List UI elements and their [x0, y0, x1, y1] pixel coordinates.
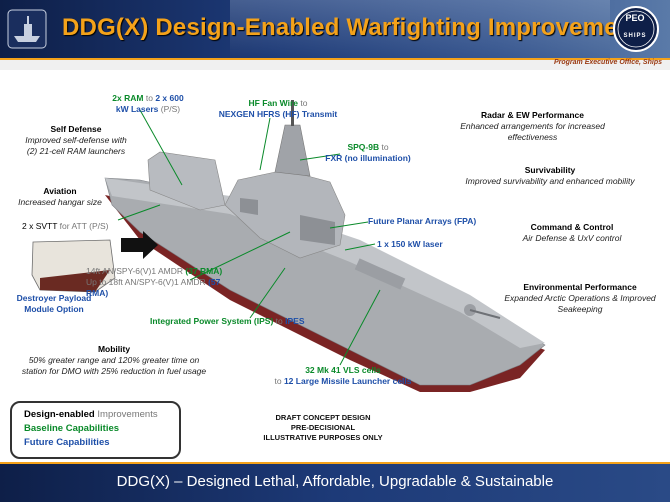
- panel-aviation: Aviation Increased hangar size: [10, 186, 110, 208]
- svtt-att: ATT: [71, 221, 87, 231]
- lasers-label: kW Lasers: [115, 104, 159, 114]
- draft-line-1: DRAFT CONCEPT DESIGN: [275, 413, 371, 422]
- hf-baseline: HF Fan Wire: [248, 98, 299, 108]
- legend-design-enabled: Design-enabled Improvements: [24, 408, 179, 422]
- mast-antenna: [291, 100, 294, 126]
- subheader-bar: [0, 58, 670, 70]
- draft-notice: DRAFT CONCEPT DESIGN PRE-DECISIONAL ILLU…: [248, 413, 398, 443]
- footer-tagline: DDG(X) – Designed Lethal, Affordable, Up…: [116, 473, 554, 490]
- panel-command-control: Command & Control Air Defense & UxV cont…: [502, 222, 642, 244]
- program-office: Program Executive Office, Ships: [553, 59, 662, 66]
- subheader-gold-rule: [0, 58, 670, 60]
- self-defense-line-1: Improved self-defense with: [25, 135, 127, 145]
- radar-ew-line-2: effectiveness: [507, 132, 558, 142]
- peo-ships-seal: [613, 6, 659, 52]
- page-title: DDG(X) Design-Enabled Warfighting Improv…: [62, 14, 655, 41]
- draft-line-2: PRE-DECISIONAL: [290, 423, 356, 432]
- ram-port-starboard: (P/S): [160, 104, 181, 114]
- vls-to-connector: to: [274, 376, 282, 386]
- navy-emblem-logo: [7, 9, 47, 49]
- svtt-port-starboard: (P/S): [89, 221, 109, 231]
- footer-banner: DDG(X) – Designed Lethal, Affordable, Up…: [0, 462, 670, 502]
- header-ship-image: [230, 0, 610, 58]
- spq-baseline: SPQ-9B: [347, 142, 380, 152]
- svtt-for-connector: for: [59, 221, 70, 231]
- ips-baseline: Integrated Power System (IPS): [150, 316, 274, 326]
- deck: [105, 178, 545, 348]
- panel-environmental: Environmental Performance Expanded Arcti…: [495, 282, 665, 315]
- header-banner: DDG(X) Design-Enabled Warfighting Improv…: [0, 0, 670, 58]
- hf-to-connector: to: [300, 98, 308, 108]
- spq-future: FXR (no illumination): [325, 153, 411, 163]
- survivability-line-1: Improved survivability and enhanced mobi…: [465, 176, 635, 186]
- legend-design-enabled-label: Design-enabled: [24, 409, 95, 420]
- spy6-upgrade-label: Up to 18ft AN/SPY-6(V)1 AMDR: [86, 277, 206, 287]
- callout-ips: Integrated Power System (IPS) to IPES: [150, 316, 305, 327]
- command-control-line-1: Air Defense & UxV control: [522, 233, 622, 243]
- vls-cells: [354, 258, 406, 290]
- panel-survivability: Survivability Improved survivability and…: [455, 165, 645, 187]
- spy6-array: [300, 215, 335, 245]
- callout-svtt: 2 x SVTT for ATT (P/S): [22, 221, 109, 232]
- legend-baseline: Baseline Capabilities: [24, 423, 120, 434]
- vls-baseline: 32 Mk 41 VLS cells: [305, 365, 381, 375]
- callout-spq-9b: SPQ-9B to FXR (no illumination): [318, 142, 418, 164]
- spq-to-connector: to: [381, 142, 389, 152]
- self-defense-line-2: (2) 21-cell RAM launchers: [26, 146, 126, 156]
- svtt-baseline: 2 x SVTT: [22, 221, 58, 231]
- vls-future: 12 Large Missile Launcher cells: [283, 376, 412, 386]
- mobility-line-2: station for DMO with 25% reduction in fu…: [21, 366, 207, 376]
- command-control-title: Command & Control: [530, 222, 614, 232]
- panel-payload-module: Destroyer Payload Module Option: [4, 293, 104, 315]
- mobility-title: Mobility: [97, 344, 131, 354]
- radar-ew-title: Radar & EW Performance: [481, 110, 584, 120]
- payload-line-2: Module Option: [24, 304, 84, 314]
- panel-radar-ew: Radar & EW Performance Enhanced arrangem…: [445, 110, 620, 143]
- mast: [274, 124, 311, 177]
- ipes-future: IPES: [285, 316, 305, 326]
- callout-fpa: Future Planar Arrays (FPA): [368, 216, 477, 226]
- draft-line-3: ILLUSTRATIVE PURPOSES ONLY: [263, 433, 383, 442]
- spy6-baseline-label: 14ft AN/SPY-6(V)1 AMDR: [86, 266, 184, 276]
- ips-to-connector: to: [275, 316, 283, 326]
- hf-future: NEXGEN HFRS (HF) Transmit: [218, 109, 338, 119]
- spy6-upgrade-rma: (57 RMA): [86, 277, 221, 298]
- environmental-line-2: Seakeeping: [557, 304, 603, 314]
- environmental-line-1: Expanded Arctic Operations & Improved: [504, 293, 656, 303]
- callout-vls: 32 Mk 41 VLS cells to 12 Large Missile L…: [268, 365, 418, 387]
- callout-spy6: 14ft AN/SPY-6(V)1 AMDR (37 RMA) Up to 18…: [86, 266, 226, 299]
- panel-mobility: Mobility 50% greater range and 120% grea…: [8, 344, 220, 377]
- lasers-count: 2 x 600: [155, 93, 184, 103]
- ram-baseline: 2x RAM: [112, 93, 144, 103]
- environmental-title: Environmental Performance: [523, 282, 637, 292]
- mobility-line-1: 50% greater range and 120% greater time …: [28, 355, 200, 365]
- payload-line-1: Destroyer Payload: [16, 293, 92, 303]
- callout-ram-to-lasers: 2x RAM to 2 x 600 kW Lasers (P/S): [100, 93, 196, 115]
- spy6-baseline-rma: (37 RMA): [185, 266, 223, 276]
- panel-self-defense: Self Defense Improved self-defense with …: [16, 124, 136, 157]
- legend-future: Future Capabilities: [24, 437, 110, 448]
- radar-ew-line-1: Enhanced arrangements for increased: [460, 121, 605, 131]
- aviation-line-1: Increased hangar size: [18, 197, 102, 207]
- self-defense-title: Self Defense: [50, 124, 102, 134]
- arrow-icon: [121, 231, 158, 259]
- callout-laser: 1 x 150 kW laser: [377, 239, 443, 249]
- callout-hf-fan-wire: HF Fan Wire to NEXGEN HFRS (HF) Transmit: [208, 98, 348, 120]
- aviation-title: Aviation: [43, 186, 77, 196]
- survivability-title: Survivability: [524, 165, 576, 175]
- planar-array: [240, 198, 258, 215]
- seal-text-ships: SHIPS: [623, 33, 647, 39]
- legend-improvements-label: Improvements: [97, 409, 158, 420]
- seal-text-peo: PEO: [625, 13, 645, 23]
- legend-box: Design-enabled Improvements Baseline Cap…: [10, 401, 181, 459]
- ram-to-connector: to: [145, 93, 153, 103]
